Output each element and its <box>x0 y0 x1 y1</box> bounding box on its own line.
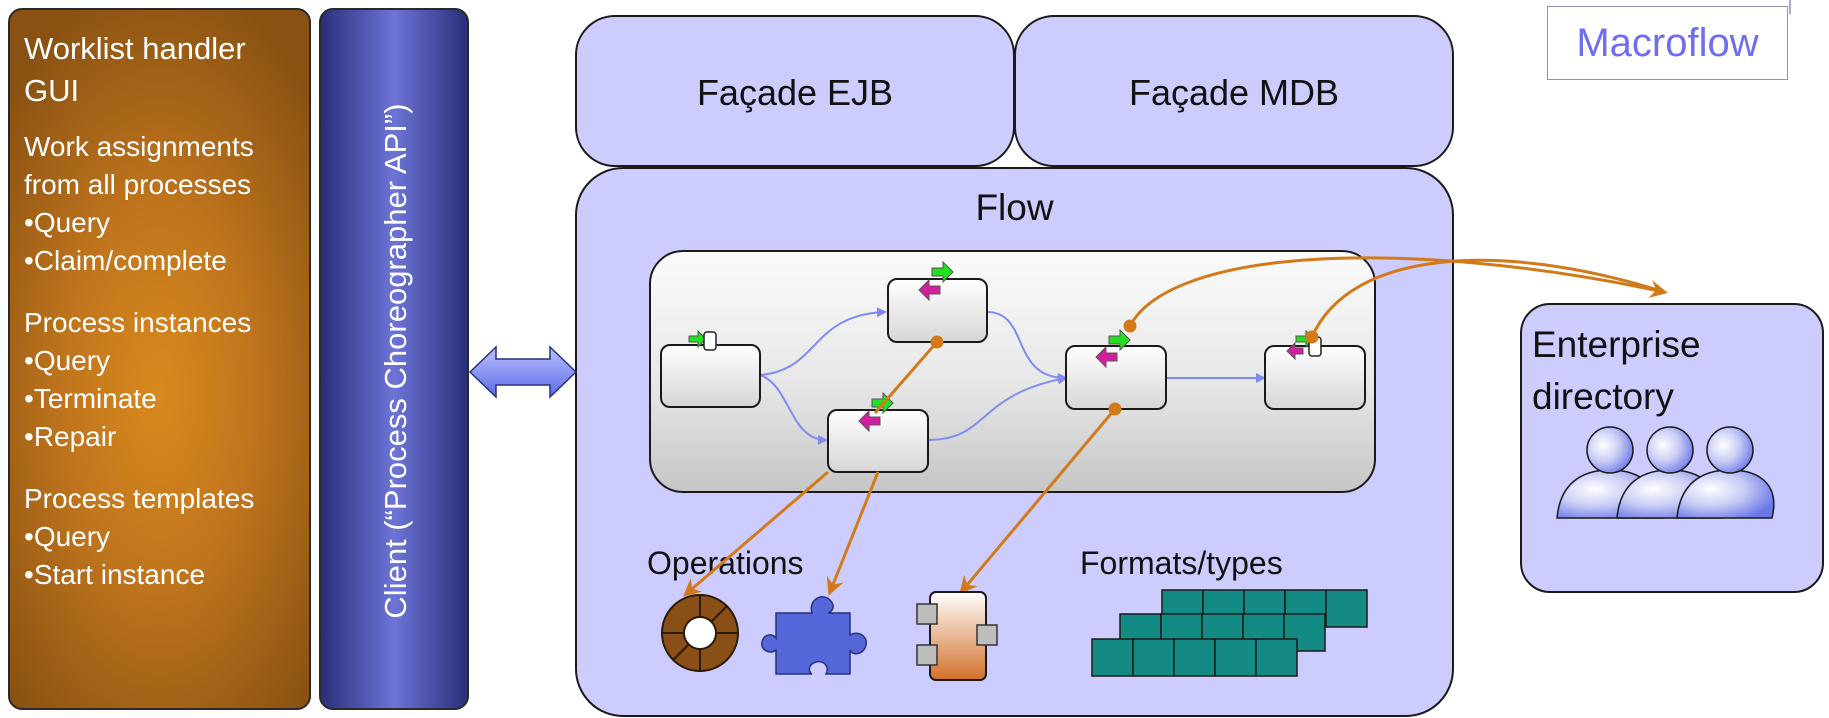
brick <box>1132 638 1175 677</box>
list-item: Claim/complete <box>24 242 309 280</box>
facade-mdb-box: Façade MDB <box>1014 15 1454 167</box>
process-canvas <box>649 250 1376 493</box>
list-item: Query <box>24 204 309 242</box>
start-node <box>660 344 761 408</box>
brick <box>1214 638 1257 677</box>
brick <box>1325 589 1368 628</box>
enterprise-label: Enterprise directory <box>1532 324 1701 417</box>
process-templates-section: Process templates Query Start instance <box>24 480 309 594</box>
list-item: Start instance <box>24 556 309 594</box>
ring-icon <box>661 594 739 672</box>
puzzle-piece-icon <box>761 596 867 675</box>
list-item: Terminate <box>24 380 309 418</box>
section-heading: Process instances <box>24 307 252 338</box>
list-item: Query <box>24 518 309 556</box>
facade-ejb-box: Façade EJB <box>575 15 1015 167</box>
list-item: Repair <box>24 418 309 456</box>
work-assignments-section: Work assignments from all processes Quer… <box>24 128 309 280</box>
section-heading: Work assignments from all processes <box>24 131 254 200</box>
facade-mdb-label: Façade MDB <box>1128 72 1340 113</box>
facade-ejb-label: Façade EJB <box>696 72 894 113</box>
brick <box>1173 638 1216 677</box>
process-instances-section: Process instances Query Terminate Repair <box>24 304 309 456</box>
exchange-port-icon <box>1095 328 1131 369</box>
bricks-icon <box>1091 589 1368 677</box>
section-heading: Process templates <box>24 483 255 514</box>
component-icon <box>916 591 998 681</box>
exchange-port-icon <box>918 260 954 302</box>
operations-label: Operations <box>647 545 804 581</box>
list-item: Query <box>24 342 309 380</box>
macroflow-label: Macroflow <box>1547 6 1788 80</box>
flow-title: Flow <box>975 187 1054 228</box>
input-port-icon <box>688 329 717 351</box>
brick <box>1091 638 1134 677</box>
worklist-title: Worklist handler GUI <box>24 31 246 108</box>
brick <box>1255 638 1298 677</box>
formats-label: Formats/types <box>1080 545 1283 581</box>
client-api-panel: Client (“Process Choreographer API”) <box>319 8 469 710</box>
people-icon <box>1556 426 1775 519</box>
worklist-handler-panel: Worklist handler GUI Work assignments fr… <box>8 8 311 710</box>
dependency-arrows <box>682 256 1668 597</box>
flow-connectors <box>759 307 1266 445</box>
bidirectional-arrow-icon <box>468 345 578 399</box>
flow-nodes <box>660 278 1366 473</box>
port-icons <box>688 260 1322 433</box>
